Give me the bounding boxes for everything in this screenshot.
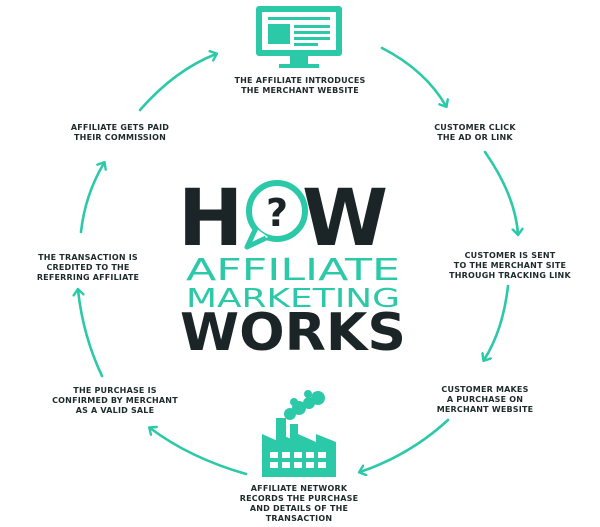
title-works: WORKS: [180, 303, 406, 363]
step-affiliate-paid: AFFILIATE GETS PAID THEIR COMMISSION: [70, 123, 170, 142]
speech-bubble-question-icon: ?: [244, 180, 308, 250]
arrow-click-to-sent: [483, 150, 518, 234]
factory-icon: [262, 390, 336, 477]
step-affiliate-introduces: THE AFFILIATE INTRODUCES THE MERCHANT WE…: [234, 76, 366, 95]
step-purchase-confirmed: THE PURCHASE IS CONFIRMED BY MERCHANT AS…: [52, 386, 178, 415]
arrow-paid-to-intro: [138, 54, 216, 112]
title-affiliate: AFFILIATE: [186, 253, 400, 288]
title-how-h: H: [178, 174, 243, 264]
step-customer-click: CUSTOMER CLICK THE AD OR LINK: [434, 123, 516, 142]
arrow-network-to-confirmed: [150, 428, 248, 476]
arrow-sent-to-purchase: [484, 284, 510, 360]
step-customer-sent: CUSTOMER IS SENT TO THE MERCHANT SITE TH…: [449, 251, 571, 280]
monitor-icon: [256, 6, 342, 68]
arrow-credited-to-paid: [79, 163, 104, 234]
cycle-arrows: [78, 46, 518, 476]
arrow-intro-to-click: [380, 46, 446, 106]
step-customer-purchase: CUSTOMER MAKES A PURCHASE ON MERCHANT WE…: [436, 385, 534, 414]
title-how-w: W: [302, 174, 388, 264]
step-network-records: AFFILIATE NETWORK RECORDS THE PURCHASE A…: [239, 484, 359, 523]
question-mark: ?: [266, 191, 288, 235]
arrow-confirmed-to-credited: [78, 290, 104, 378]
title-marketing: MARKETING: [186, 284, 400, 314]
step-transaction-credited: THE TRANSACTION IS CREDITED TO THE REFER…: [36, 253, 140, 282]
arrow-purchase-to-network: [360, 418, 450, 472]
